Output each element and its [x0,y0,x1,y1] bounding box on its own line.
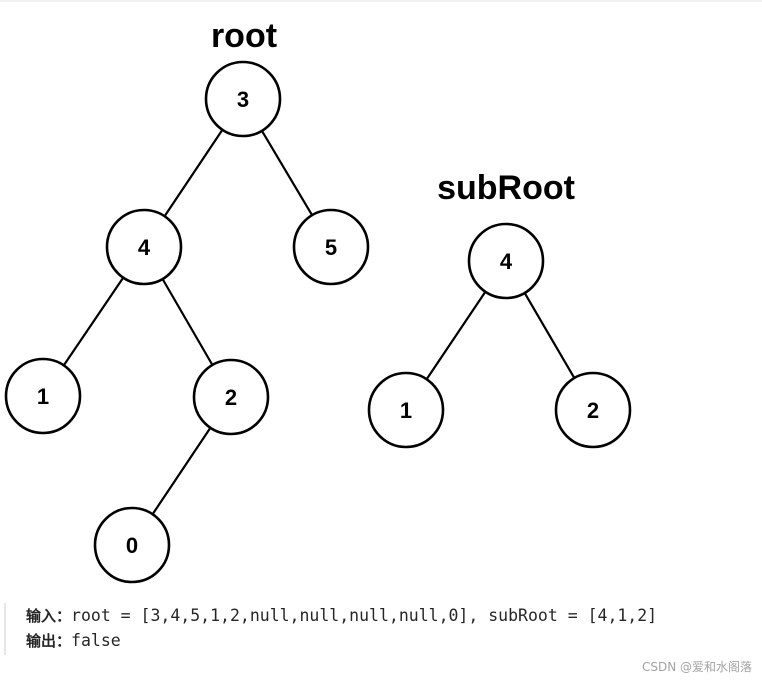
top-divider [0,0,762,2]
subroot-tree-title: subRoot [437,169,575,207]
tree-node: 5 [292,208,370,286]
tree-node-value: 0 [126,533,138,558]
tree-node: 0 [93,506,171,584]
tree-edge [161,278,214,366]
nodes-layer: 3 4 5 1 2 0 4 1 2 [4,60,632,584]
output-line: 输出：false [26,628,762,653]
tree-edge [62,277,125,366]
tree-edge [523,292,576,379]
output-label: 输出： [26,632,72,650]
tree-node-value: 4 [138,235,151,260]
csdn-watermark: CSDN @爱和水阁落 [641,660,752,674]
tree-edge [260,130,314,216]
tree-edge [151,427,212,515]
tree-node-circle [204,60,282,138]
tree-node-circle [292,208,370,286]
tree-node-value: 1 [37,384,49,409]
tree-node: 4 [105,208,183,286]
tree-node-value: 5 [325,235,337,260]
tree-node: 4 [467,222,545,300]
tree-node-circle [93,506,171,584]
tree-diagram: root subRoot 3 4 5 1 2 0 4 1 2 [4,17,632,584]
tree-node-circle [367,371,445,449]
edges-layer [62,129,576,515]
tree-node: 1 [4,357,82,435]
input-label: 输入： [26,607,72,625]
tree-node-value: 3 [237,87,249,112]
tree-node-circle [105,208,183,286]
example-code-block: 输入：root = [3,4,5,1,2,null,null,null,null… [4,603,762,655]
tree-edge [163,129,224,217]
tree-node: 2 [554,371,632,449]
tree-edge [425,291,487,380]
tree-node-circle [4,357,82,435]
tree-node-value: 1 [400,398,412,423]
tree-node-value: 4 [500,249,513,274]
tree-node: 1 [367,371,445,449]
tree-node-value: 2 [587,398,599,423]
tree-node-value: 2 [225,385,237,410]
tree-node-circle [467,222,545,300]
tree-node-circle [192,358,270,436]
output-value: false [71,631,121,650]
tree-node: 3 [204,60,282,138]
root-tree-title: root [211,17,277,55]
input-value: root = [3,4,5,1,2,null,null,null,null,0]… [71,606,658,625]
tree-node-circle [554,371,632,449]
input-line: 输入：root = [3,4,5,1,2,null,null,null,null… [26,603,762,628]
tree-node: 2 [192,358,270,436]
